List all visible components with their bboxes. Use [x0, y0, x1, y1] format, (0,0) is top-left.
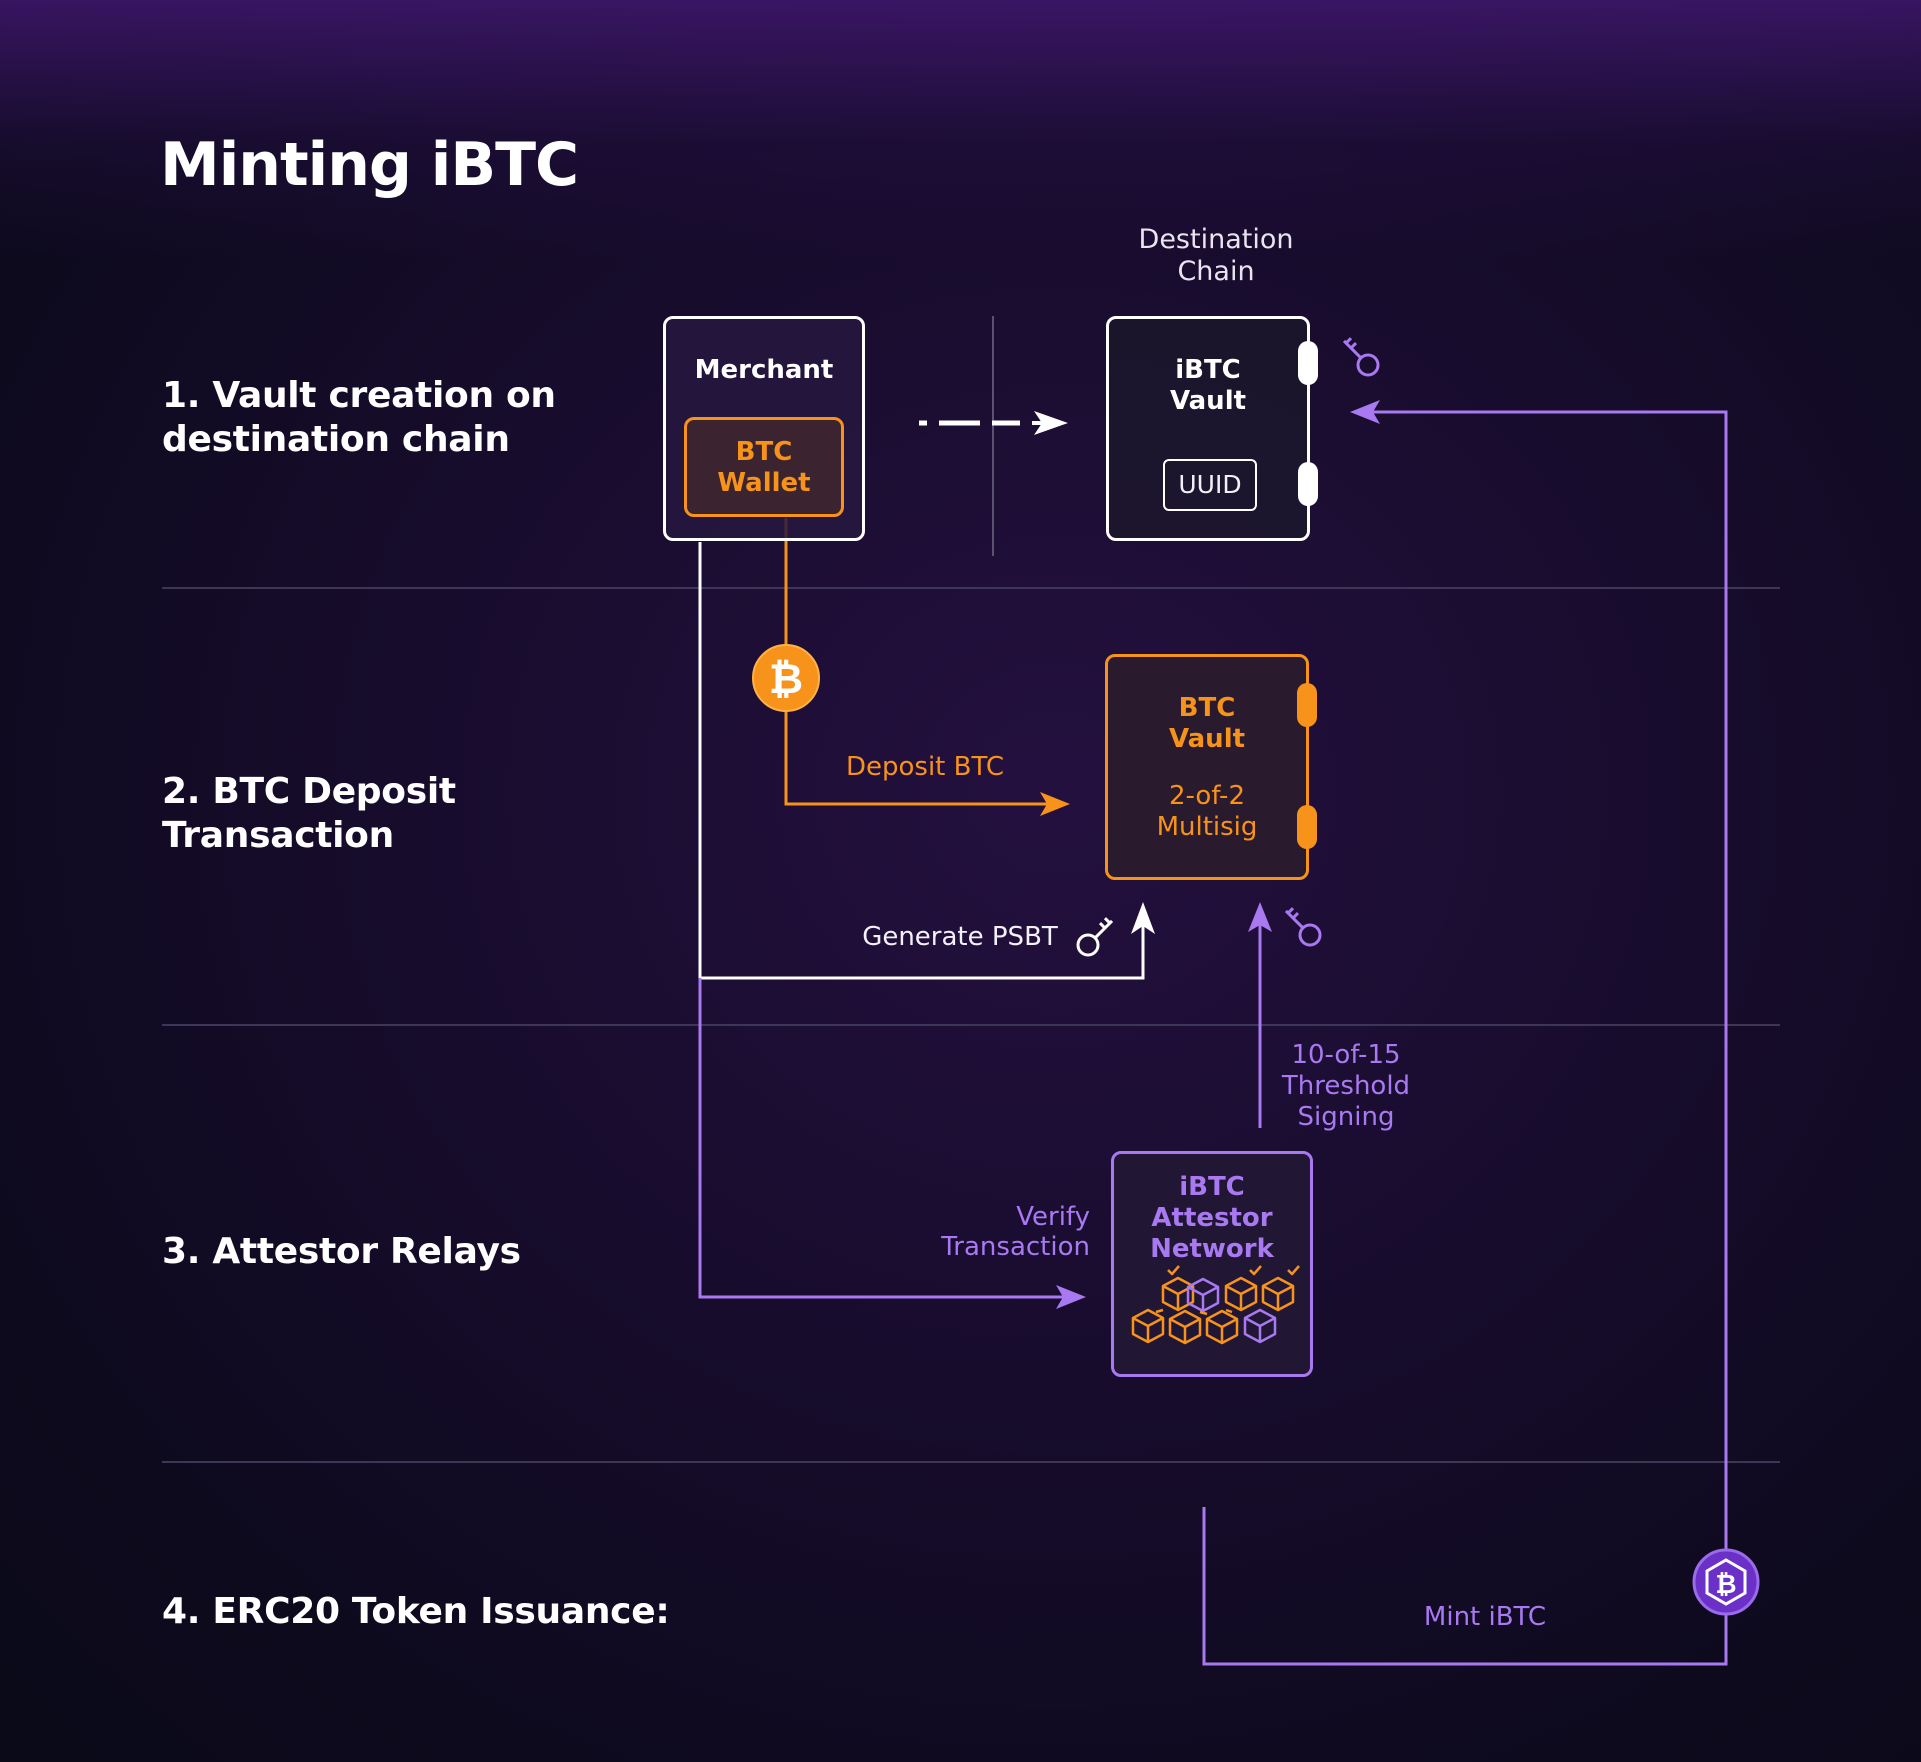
btc-vault-line1: BTC [1178, 693, 1236, 723]
uuid-badge: UUID [1163, 459, 1257, 511]
attestor-line3: Network [1150, 1234, 1274, 1264]
merchant-label: Merchant [694, 355, 834, 385]
attestor-line2: Attestor [1151, 1203, 1273, 1233]
mint-ibtc-arrow [1202, 400, 1728, 1666]
threshold-signing-arrow [1248, 902, 1272, 1128]
btc-vault-box[interactable]: BTC Vault 2-of-2 Multisig [1105, 654, 1309, 880]
threshold-signing-label: 10-of-15 Threshold Signing [1256, 1040, 1436, 1133]
key-icon [1076, 917, 1114, 957]
blockchain-cubes-icon [1131, 1265, 1300, 1345]
btc-vault-subtitle: 2-of-2 Multisig [1108, 781, 1306, 843]
generate-psbt-label: Generate PSBT [862, 922, 1058, 952]
step-3-label: 3. Attestor Relays [162, 1230, 521, 1274]
section-divider [162, 587, 1780, 589]
key-icon [1284, 907, 1322, 947]
destination-chain-line1: Destination [1138, 224, 1294, 255]
threshold-line3: Signing [1297, 1102, 1395, 1132]
step-1-label: 1. Vault creation on destination chain [162, 374, 556, 462]
vault-hinge-top [1298, 341, 1318, 385]
section-divider [162, 1024, 1780, 1026]
generate-psbt-arrow [698, 542, 1155, 980]
key-icon [1342, 337, 1380, 377]
mint-ibtc-label: Mint iBTC [1423, 1602, 1547, 1632]
vault-hinge-bottom [1298, 462, 1318, 506]
vault-creation-arrow [919, 411, 1068, 435]
threshold-line1: 10-of-15 [1291, 1040, 1401, 1070]
step-2-line1: 2. BTC Deposit [162, 771, 456, 812]
threshold-line2: Threshold [1281, 1071, 1411, 1101]
verify-line2: Transaction [941, 1232, 1090, 1262]
background-glow [0, 0, 1921, 260]
btc-vault-sub1: 2-of-2 [1169, 781, 1245, 811]
step-4-line1: 4. ERC20 Token Issuance: [162, 1591, 670, 1632]
section-divider [162, 1461, 1780, 1463]
btc-wallet-line2: Wallet [717, 468, 811, 498]
attestor-network-title: iBTC Attestor Network [1114, 1172, 1310, 1265]
destination-chain-line2: Chain [1177, 256, 1255, 287]
deposit-btc-arrow [784, 518, 1070, 816]
step-1-line2: destination chain [162, 419, 510, 460]
svg-text:₿: ₿ [769, 654, 803, 703]
step-2-label: 2. BTC Deposit Transaction [162, 770, 456, 858]
ibtc-vault-box[interactable]: iBTC Vault UUID [1106, 316, 1310, 541]
btc-vault-hinge-bottom [1297, 805, 1317, 849]
svg-text:₿: ₿ [1715, 1570, 1736, 1600]
step-1-line1: 1. Vault creation on [162, 375, 556, 416]
attestor-line1: iBTC [1179, 1172, 1245, 1202]
verify-transaction-label: Verify Transaction [920, 1202, 1090, 1262]
destination-chain-label: Destination Chain [1116, 224, 1316, 288]
step-3-line1: 3. Attestor Relays [162, 1231, 521, 1272]
btc-vault-title: BTC Vault [1108, 693, 1306, 755]
ibtc-vault-title: iBTC Vault [1109, 355, 1307, 417]
btc-vault-hinge-top [1297, 683, 1317, 727]
ibtc-vault-line1: iBTC [1175, 355, 1241, 385]
btc-wallet-box[interactable]: BTC Wallet [684, 417, 844, 517]
verify-line1: Verify [1016, 1202, 1090, 1232]
btc-wallet-line1: BTC [735, 437, 793, 467]
step-4-label: 4. ERC20 Token Issuance: [162, 1590, 670, 1634]
page-title: Minting iBTC [160, 130, 579, 200]
btc-vault-sub2: Multisig [1156, 812, 1258, 842]
deposit-btc-label: Deposit BTC [845, 752, 1004, 782]
btc-vault-line2: Vault [1168, 724, 1246, 754]
ibtc-token-icon: ₿ [1692, 1548, 1760, 1616]
bitcoin-icon: ₿ [752, 644, 820, 712]
verify-transaction-arrow [698, 978, 1086, 1309]
step-2-line2: Transaction [162, 815, 394, 856]
ibtc-vault-line2: Vault [1169, 386, 1247, 416]
